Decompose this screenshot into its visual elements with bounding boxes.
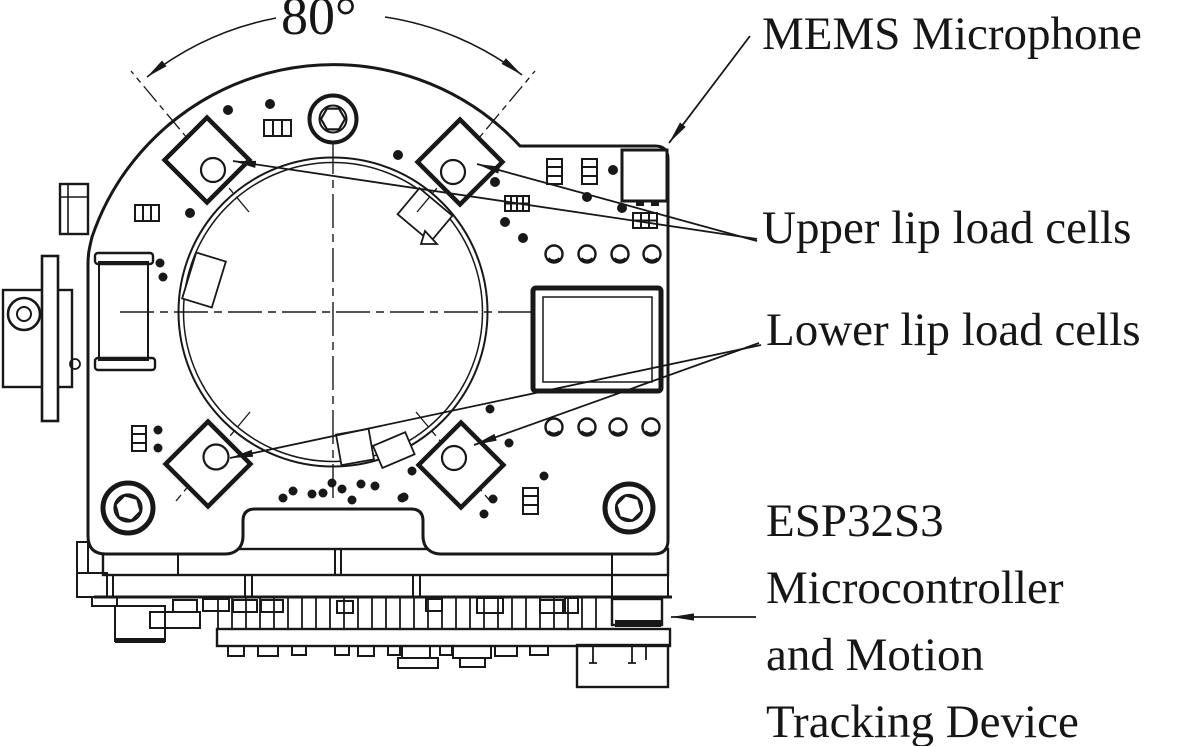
mems-microphone-footprint [620,148,669,206]
leader-upper-left [232,160,758,240]
angle-dimension-arc [146,16,523,78]
load-cell-upper-right [414,116,506,208]
pcb-bar [215,627,672,648]
leader-lower-left [229,344,762,459]
mounting-bracket [1,182,90,423]
leader-upper-right [476,163,758,242]
esp32-module [610,597,664,627]
label-upper-lip-load-cells: Upper lip load cells [762,202,1132,254]
left-slot [93,251,157,372]
bottom-right-connector [575,643,670,689]
mouthpiece-opening [120,140,560,502]
angle-dimension-label: 80° [281,0,357,46]
screw-bottom-left [100,480,156,536]
label-esp-line-2: Microcontroller [766,562,1064,614]
label-esp32s3-microcontroller: ESP32S3 Microcontroller and Motion Track… [766,488,1079,746]
leader-lower-right [473,342,760,446]
label-esp-line-4: Tracking Device [766,696,1079,746]
label-mems-microphone: MEMS Microphone [762,8,1142,60]
controller-board-side-view [76,541,672,689]
load-cells [161,114,507,511]
leader-mems [668,35,751,144]
load-cell-upper-left [161,114,253,206]
centerlines [120,140,560,502]
solder-dots [153,99,627,519]
right-module [530,285,664,394]
screw-top [307,93,359,145]
lip-contact-tabs [181,186,454,470]
screw-bottom-right [602,481,656,535]
load-cell-lower-left [162,418,254,510]
label-esp-line-1: ESP32S3 [766,495,944,547]
label-lower-lip-load-cells: Lower lip load cells [766,304,1141,356]
smd-components [131,119,658,515]
screws [100,93,656,536]
leader-lines [229,35,762,621]
label-esp-line-3: and Motion [766,629,985,681]
under-pcb-components [227,645,549,669]
